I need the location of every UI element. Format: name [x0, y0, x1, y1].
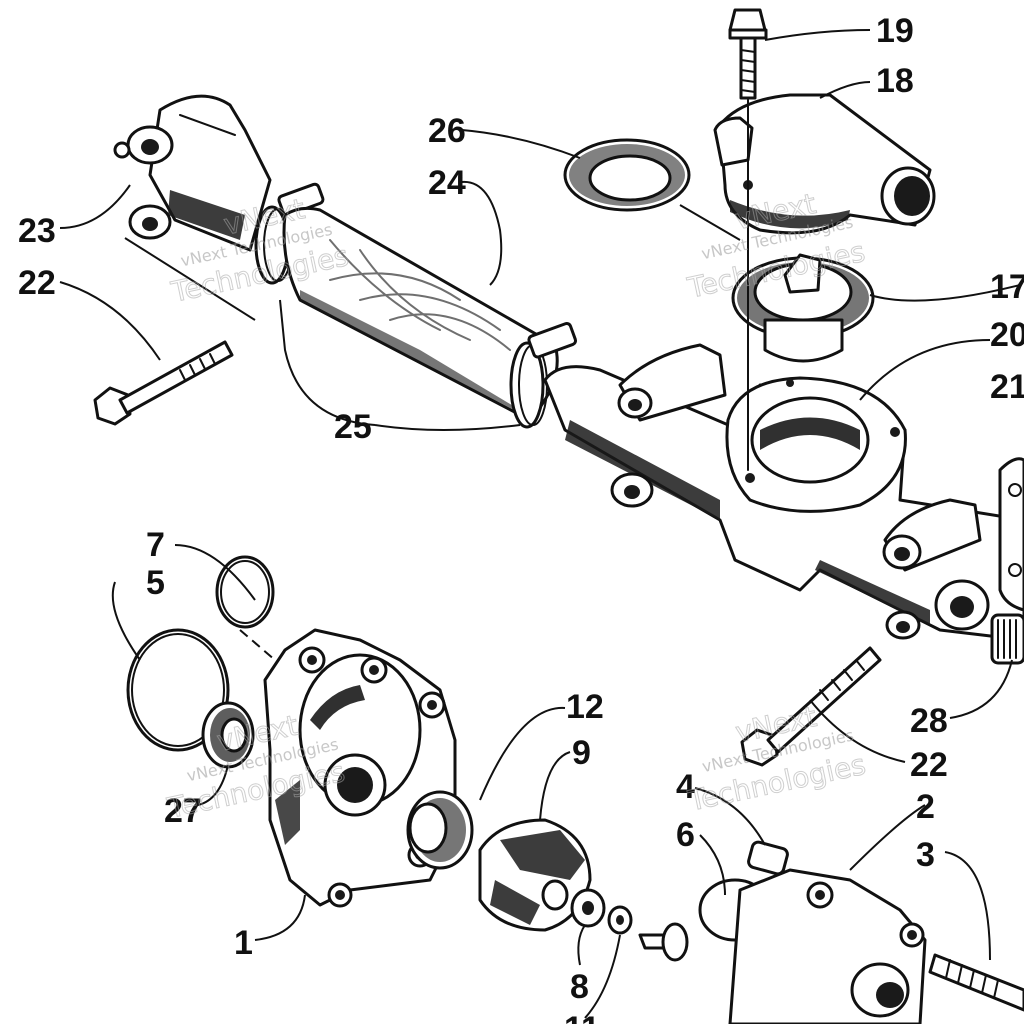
- callout-9: 9: [572, 734, 591, 772]
- callout-28: 28: [910, 702, 948, 740]
- callout-24: 24: [428, 164, 466, 202]
- part-12-mechanical-seal: [406, 790, 474, 870]
- callout-22-lower: 22: [910, 746, 948, 784]
- callout-20: 20: [990, 316, 1024, 354]
- callout-22-upper: 22: [18, 264, 56, 302]
- part-22-bolt-lower: [740, 646, 882, 767]
- part-24-hose: [282, 206, 559, 422]
- callout-27: 27: [164, 792, 202, 830]
- part-25-hose-clamp-right: [509, 322, 578, 429]
- part-3-bolt: [928, 953, 1024, 1012]
- callout-12: 12: [566, 688, 604, 726]
- part-17-thermostat: [731, 253, 875, 363]
- callout-21: 21: [990, 368, 1024, 406]
- part-7-o-ring: [215, 555, 275, 629]
- leader-lines: [59, 29, 1021, 1019]
- part-28-fitting: [990, 613, 1024, 665]
- callout-19: 19: [876, 12, 914, 50]
- part-25-hose-clamp-left: [254, 182, 325, 285]
- callout-2: 2: [916, 788, 935, 826]
- part-8-washer: [570, 888, 606, 928]
- callout-3: 3: [916, 836, 935, 874]
- right-gasket: [998, 457, 1024, 612]
- callout-18: 18: [876, 62, 914, 100]
- part-23-outlet-elbow: [113, 94, 272, 252]
- part-4-pin: [747, 840, 789, 876]
- callout-5: 5: [146, 564, 165, 602]
- part-27-seal: [201, 701, 255, 769]
- callout-7: 7: [146, 526, 165, 564]
- callout-6: 6: [676, 816, 695, 854]
- callout-25: 25: [334, 408, 372, 446]
- callout-1: 1: [234, 924, 253, 962]
- callout-23: 23: [18, 212, 56, 250]
- callout-8: 8: [570, 968, 589, 1006]
- part-18-thermostat-cover: [713, 93, 936, 235]
- part-2-pump-cover: [728, 868, 927, 1024]
- screw: [638, 922, 689, 962]
- part-26-seal-ring: [563, 138, 691, 212]
- main-pipe-housing: [543, 343, 1024, 642]
- part-22-bolt-upper: [93, 340, 234, 426]
- callout-26: 26: [428, 112, 466, 150]
- callout-labels: 19 18 26 24 23 22 17 20 21 25 7 5 12 9 2…: [18, 12, 1024, 1024]
- part-9-impeller: [478, 818, 592, 932]
- part-11-washer: [607, 905, 633, 935]
- watermark-lower-right: vNext vNext Technologies Technologies: [684, 699, 869, 818]
- part-19-bolt: [728, 8, 768, 100]
- callout-17: 17: [990, 268, 1024, 306]
- part-5-o-ring: [126, 628, 230, 752]
- callout-4: 4: [676, 768, 695, 806]
- callout-11: 11: [564, 1010, 600, 1024]
